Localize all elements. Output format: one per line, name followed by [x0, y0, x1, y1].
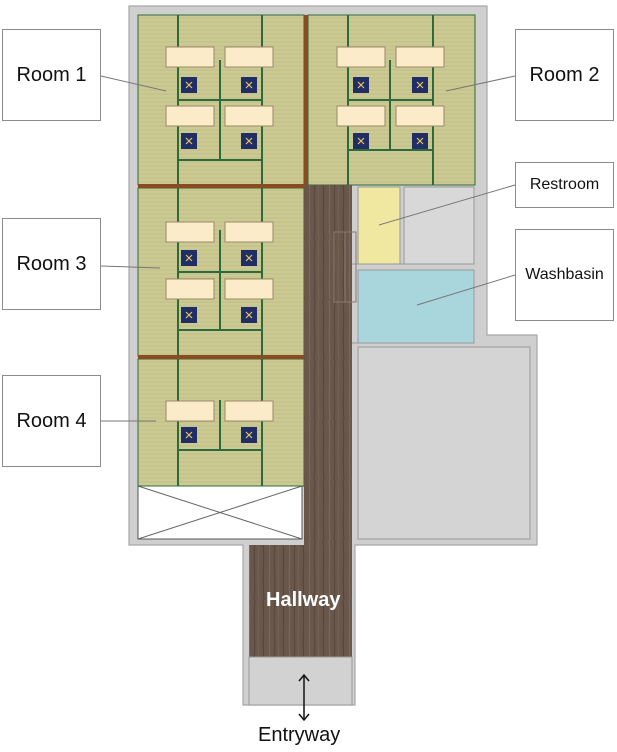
room-3-label: Room 3: [2, 218, 101, 310]
beam-1-2: [304, 15, 308, 185]
desk: [395, 46, 445, 68]
cushion-icon: [241, 307, 257, 323]
hallway-floor: [249, 185, 352, 657]
desk: [224, 46, 274, 68]
room-1-text: Room 1: [16, 63, 87, 86]
desk: [224, 278, 274, 300]
desk: [165, 400, 215, 422]
cushion-icon: [353, 133, 369, 149]
tatami-seams: [177, 15, 434, 486]
entryway-label: Entryway: [258, 724, 341, 746]
desk: [224, 221, 274, 243]
desk: [336, 105, 386, 127]
restroom-side: [403, 186, 475, 265]
cushion-icon: [412, 133, 428, 149]
cushion-icon: [241, 250, 257, 266]
furniture-group: [165, 46, 445, 443]
cushion-icon: [181, 307, 197, 323]
restroom-floor: [357, 186, 401, 265]
room-2-text: Room 2: [529, 63, 600, 86]
cushion-icon: [412, 77, 428, 93]
restroom-label: Restroom: [515, 162, 614, 208]
cushion-icon: [181, 250, 197, 266]
cushion-icon: [241, 77, 257, 93]
sliding-doors: [333, 231, 357, 303]
cushion-icon: [181, 77, 197, 93]
desk: [336, 46, 386, 68]
desk: [165, 105, 215, 127]
entry-step: [248, 656, 353, 706]
room-4-label: Room 4: [2, 375, 101, 467]
cushion-icon: [241, 427, 257, 443]
washbasin-text: Washbasin: [525, 266, 604, 283]
cushion-icon: [181, 427, 197, 443]
cushion-icon: [181, 133, 197, 149]
desk: [165, 221, 215, 243]
desk: [165, 278, 215, 300]
cushion-icon: [241, 133, 257, 149]
washbasin-floor: [357, 269, 475, 344]
desk: [224, 105, 274, 127]
room-1-label: Room 1: [2, 29, 101, 121]
restroom-text: Restroom: [529, 176, 600, 193]
right-room-floor: [357, 346, 531, 540]
room-2-label: Room 2: [515, 29, 614, 121]
desk: [165, 46, 215, 68]
desk: [395, 105, 445, 127]
room-4-text: Room 4: [16, 409, 87, 432]
beam-3-4: [138, 355, 304, 359]
hallway-label: Hallway: [266, 589, 341, 611]
room-3-text: Room 3: [16, 252, 87, 275]
cushion-icon: [353, 77, 369, 93]
washbasin-label: Washbasin: [515, 229, 614, 321]
beam-1-3: [138, 184, 304, 188]
leader-lines: [100, 75, 516, 422]
desk: [224, 400, 274, 422]
entry-arrow-icon: [298, 673, 310, 722]
